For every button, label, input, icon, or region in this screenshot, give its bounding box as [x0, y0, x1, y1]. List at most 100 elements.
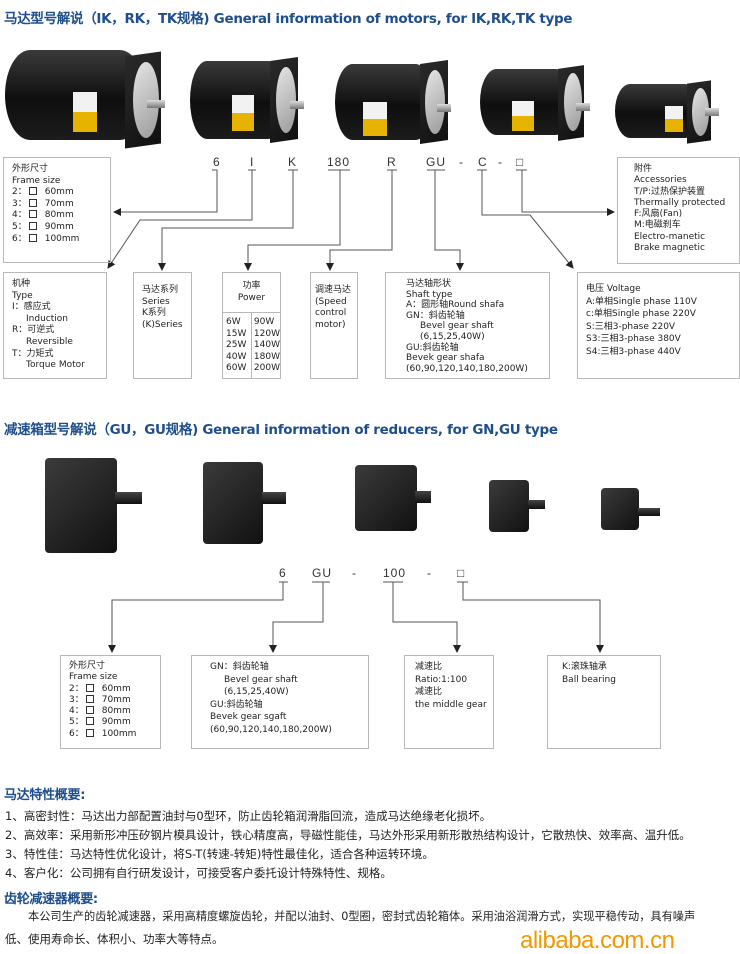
code-shaft: GU	[312, 566, 332, 580]
code-ratio: 100	[383, 566, 407, 580]
ratio-line: Ratio:1:100	[415, 674, 468, 685]
frame-row-key: 6：	[12, 233, 27, 244]
motor-accessories-box: 附件 Accessories T/P:过热保护装置 Thermally prot…	[617, 157, 740, 264]
type-line: T：力矩式	[12, 348, 54, 359]
voltage-line: c:单相Single phase 220V	[586, 309, 696, 319]
shaft-line: GN：斜齿轮轴	[210, 662, 269, 672]
code-series: K	[288, 155, 298, 169]
power-value: 90W	[253, 317, 275, 327]
checkbox-square-icon	[28, 187, 37, 196]
power-value: 40W	[226, 351, 247, 362]
frame-row: 6： 100mm	[12, 233, 102, 246]
reducer-shaft	[115, 492, 142, 504]
checkbox-square-icon	[28, 221, 37, 230]
frame-row-value: 80mm	[101, 706, 131, 717]
checkbox-square-icon	[28, 210, 37, 219]
shaft-line: Bevek gear sgaft	[210, 712, 287, 722]
type-line: Reversible	[26, 336, 73, 347]
voltage-line: S3:三相3-phase 380V	[586, 334, 681, 344]
reducer-ratio-box: 减速比 Ratio:1:100 减速比 the middle gear	[404, 655, 494, 749]
feature-item: 4、客户化：公司拥有自行研发设计，可接受客户委托设计特殊特性、规格。	[5, 866, 392, 880]
series-line: Series	[142, 296, 170, 307]
motor-type-box: 机种 Type I：感应式 Induction R：可逆式 Reversible…	[3, 272, 107, 379]
reducer-photo-1	[45, 458, 117, 553]
shaft-line: (60,90,120,140,180,200W)	[406, 363, 528, 374]
type-line: R：可逆式	[12, 325, 55, 336]
accessory-line: Accessories	[634, 175, 687, 186]
accessory-line: M:电磁刹车	[634, 220, 681, 231]
frame-size-title-cn: 外形尺寸	[69, 661, 106, 671]
code-accessory: □	[516, 155, 525, 169]
power-title-en: Power	[237, 292, 266, 303]
checkbox-square-icon	[85, 706, 94, 715]
reducer-shaft	[638, 508, 660, 516]
code-shaft: GU	[426, 155, 446, 169]
frame-size-title-en: Frame size	[12, 175, 61, 186]
accessory-line: Electro-manetic	[634, 231, 706, 242]
reducer-shaft	[415, 491, 431, 503]
accessory-line: T/P:过热保护装置	[634, 186, 705, 197]
motors-section-title: 马达型号解说（IK，RK，TK规格) General information o…	[4, 11, 573, 27]
reducer-shaft	[262, 492, 286, 504]
shaft-line: (6,15,25,40W)	[224, 687, 289, 697]
frame-row: 4：80mm	[12, 210, 102, 222]
code-dash: -	[498, 155, 503, 169]
frame-row-key: 3：	[12, 198, 27, 209]
reducer-photo-3	[355, 465, 417, 531]
power-value: 60W	[226, 363, 247, 374]
feature-item: 3、特性佳：马达特性优化设计，将S-T(转速-转矩)特性最佳化，适合各种运转环境…	[5, 847, 434, 861]
shaft-line: (6,15,25,40W)	[420, 331, 485, 342]
reducer-shaft	[528, 500, 545, 509]
reducer-shaft-box: GN：斜齿轮轴 Bevel gear shaft (6,15,25,40W) G…	[191, 655, 369, 749]
power-value: 25W	[226, 340, 247, 351]
checkbox-square-icon	[28, 233, 37, 242]
accessory-line: Brake magnetic	[634, 243, 705, 254]
motor-speed-box: 调速马达 (Speed control motor)	[310, 272, 358, 379]
feature-item: 1、高密封性：马达出力部配置油封与0型环，防止齿轮箱润滑脂回流，造成马达绝缘老化…	[5, 809, 492, 823]
checkbox-square-icon	[85, 683, 94, 692]
shaft-line: A：圆形轴Round shafa	[406, 300, 505, 311]
power-column-right: 90W 120W 140W 180W 200W	[252, 313, 280, 378]
reducers-section-title: 减速箱型号解说（GU，GU规格) General information of …	[4, 422, 558, 438]
shaft-line: Bevel gear shaft	[420, 321, 494, 332]
checkbox-square-icon	[85, 728, 94, 737]
checkbox-square-icon	[85, 717, 94, 726]
frame-row: 6：100mm	[69, 728, 152, 740]
ratio-line: 减速比	[415, 662, 443, 672]
frame-row: 5： 90mm	[69, 717, 152, 728]
speed-line: 调速马达	[315, 285, 352, 295]
frame-row-value: 100mm	[44, 233, 80, 244]
motor-photo-4	[480, 65, 595, 141]
series-line: (K)Series	[142, 319, 183, 330]
shaft-line: Shaft type	[406, 289, 453, 300]
reducer-photo-2	[203, 462, 263, 544]
reducer-frame-size-box: 外形尺寸 Frame size 2：60mm 3：70mm 4：80mm 5：9…	[60, 655, 161, 749]
accessory-line: 附件	[634, 164, 653, 174]
voltage-line: S:三相3-phase 220V	[586, 321, 676, 332]
accessory-line: Thermally protected	[634, 197, 726, 208]
frame-row-key: 3：	[69, 694, 84, 705]
frame-row: 3： 70mm	[69, 694, 152, 706]
code-frame: 6	[213, 155, 221, 169]
power-value: 15W	[226, 328, 247, 339]
frame-row-key: 2：	[69, 683, 84, 694]
frame-row: 5：90mm	[12, 221, 102, 234]
code-voltage: C	[478, 155, 488, 169]
frame-row-key: 4：	[12, 210, 27, 221]
type-line: Torque Motor	[26, 360, 85, 371]
frame-row-key: 5：	[69, 717, 84, 728]
frame-row-value: 60mm	[44, 187, 74, 198]
frame-row-value: 90mm	[101, 717, 131, 728]
code-dash: -	[459, 155, 464, 169]
motor-photo-2	[190, 55, 305, 145]
type-title-en: Type	[12, 290, 33, 301]
motor-frame-size-box: 外形尺寸 Frame size 2：60mm 3：70mm 4：80mm 5：9…	[3, 157, 111, 263]
frame-row-value: 70mm	[101, 694, 131, 705]
motor-features-title: 马达特性概要:	[4, 788, 86, 803]
ratio-line: the middle gear	[415, 699, 487, 710]
shaft-line: GN：斜齿轮轴	[406, 310, 465, 321]
checkbox-square-icon	[28, 198, 37, 207]
reducer-summary-line: 本公司生产的齿轮减速器，采用高精度螺旋齿轮，并配以油封、0型圈，密封式齿轮箱体。…	[28, 910, 696, 923]
reducer-summary-line: 低、使用寿命长、体积小、功率大等特点。	[5, 932, 224, 946]
